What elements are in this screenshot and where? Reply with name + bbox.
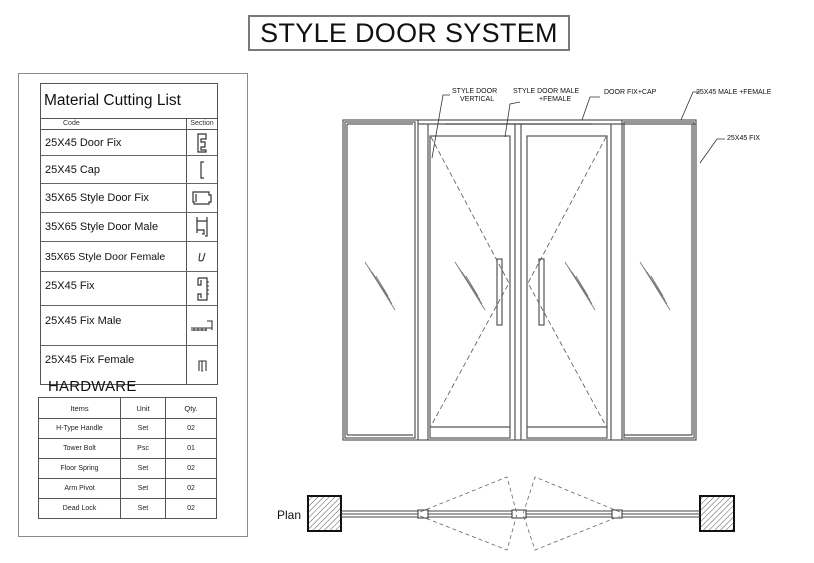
label-line: STYLE DOOR (452, 88, 498, 95)
mcl-code: 35X65 Style Door Male (45, 221, 159, 233)
cap-profile-icon (200, 160, 204, 179)
hardware-title: HARDWARE (48, 378, 137, 395)
table-row: 25X45 Fix (41, 272, 217, 306)
table-row: H-Type Handle Set 02 (38, 418, 217, 439)
drawing-title: STYLE DOOR SYSTEM (248, 15, 570, 51)
mcl-code: 25X45 Door Fix (45, 136, 122, 149)
right-fixed-panel (623, 121, 695, 439)
door-fix-profile-icon (197, 132, 207, 153)
material-cutting-list-title: Material Cutting List (41, 84, 217, 119)
material-cutting-list-table: Material Cutting List Code Section 25X45… (40, 83, 218, 385)
fix-profile-icon (197, 276, 209, 301)
table-row: Floor Spring Set 02 (38, 458, 217, 479)
table-row: 25X45 Door Fix (41, 130, 217, 156)
table-row: 35X65 Style Door Female (41, 242, 217, 272)
mcl-code: 35X65 Style Door Fix (45, 192, 149, 204)
mcl-code: 25X45 Fix Male (45, 315, 122, 327)
table-row: 25X45 Fix Male (41, 306, 217, 346)
fix-male-profile-icon (191, 319, 213, 331)
left-door-handle (496, 258, 503, 326)
table-row: 25X45 Cap (41, 156, 217, 184)
table-row: 35X65 Style Door Fix (41, 184, 217, 213)
mcl-code: 35X65 Style Door Female (45, 250, 166, 263)
label-line: +FEMALE (539, 96, 572, 103)
glass-hatch-icon (564, 261, 596, 311)
left-fixed-panel (344, 121, 416, 439)
table-row: 35X65 Style Door Male (41, 213, 217, 242)
table-row: Tower Bolt Psc 01 (38, 438, 217, 459)
right-door-handle (538, 258, 545, 326)
mcl-code: 25X45 Fix (45, 280, 95, 292)
plan-view (307, 476, 735, 551)
glass-hatch-icon (364, 261, 396, 311)
label-door-fix-cap: DOOR FIX+CAP (604, 89, 657, 96)
mcl-header-row: Code Section (41, 119, 217, 130)
label-line: STYLE DOOR MALE (513, 88, 580, 95)
label-line: VERTICAL (460, 96, 495, 103)
schedule-sheet-border (18, 73, 248, 537)
glass-hatch-icon (639, 261, 671, 311)
plan-label: Plan (277, 508, 302, 522)
mcl-code: 25X45 Fix Female (45, 354, 135, 366)
style-door-female-profile-icon (198, 252, 206, 262)
mcl-header-section: Section (186, 119, 217, 129)
label-25x45-fix: 25X45 FIX (727, 135, 761, 142)
label-style-door-male-female: STYLE DOOR MALE +FEMALE (513, 88, 579, 104)
right-door-leaf (526, 135, 608, 439)
hardware-item: Dead Lock (38, 498, 121, 519)
hardware-table: Items Unit Qty. H-Type Handle Set 02 Tow… (38, 397, 217, 519)
mcl-code: 25X45 Cap (45, 163, 101, 176)
left-wall-section (307, 495, 342, 532)
left-door-leaf (429, 135, 511, 439)
hardware-qty: 02 (165, 498, 217, 519)
style-door-fix-profile-icon (192, 191, 212, 205)
table-row: 25X45 Fix Female (41, 346, 217, 384)
label-style-door-vertical: STYLE DOOR VERTICAL (452, 88, 497, 104)
mcl-header-code: Code (63, 120, 80, 127)
table-row: Arm Pivot Set 02 (38, 478, 217, 499)
table-row: Dead Lock Set 02 (38, 498, 217, 519)
right-wall-section (699, 495, 735, 532)
label-25x45-male-female: 25X45 MALE +FEMALE (696, 89, 772, 96)
glass-hatch-icon (454, 261, 486, 311)
style-door-male-profile-icon (196, 217, 208, 237)
fix-female-profile-icon (198, 360, 207, 372)
